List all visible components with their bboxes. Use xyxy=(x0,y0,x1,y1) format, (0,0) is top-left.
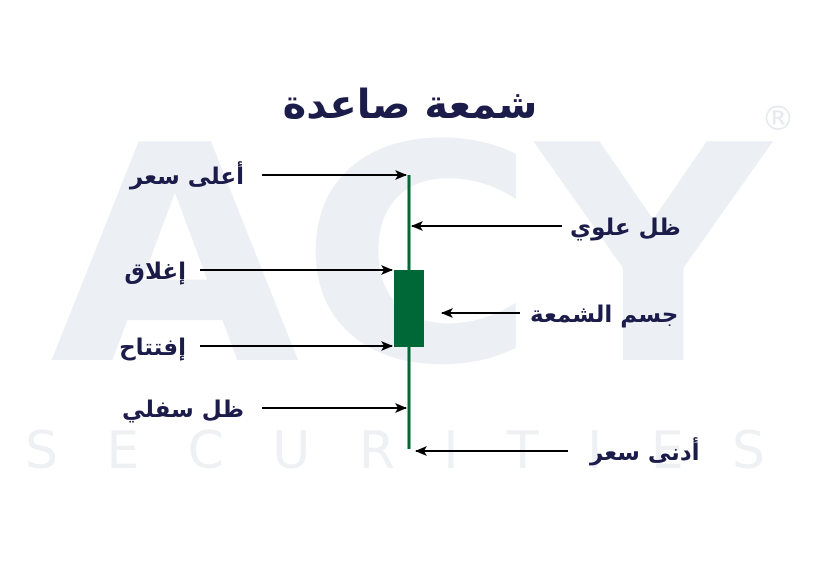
label-upper-shadow: ظل علوي xyxy=(570,215,681,241)
label-open: إفتتاح xyxy=(119,335,186,361)
diagram-title: شمعة صاعدة xyxy=(283,82,538,128)
label-high: أعلى سعر xyxy=(129,160,244,190)
label-close: إغلاق xyxy=(124,259,186,285)
label-low: أدنى سعر xyxy=(589,436,700,466)
label-lower-shadow: ظل سفلي xyxy=(122,397,244,423)
registered-mark: ® xyxy=(761,99,795,139)
arrows xyxy=(200,170,568,456)
watermark-brand: ACY xyxy=(50,82,773,431)
candle xyxy=(394,175,424,449)
label-body: جسم الشمعة xyxy=(530,302,678,328)
candle-body xyxy=(394,270,424,347)
